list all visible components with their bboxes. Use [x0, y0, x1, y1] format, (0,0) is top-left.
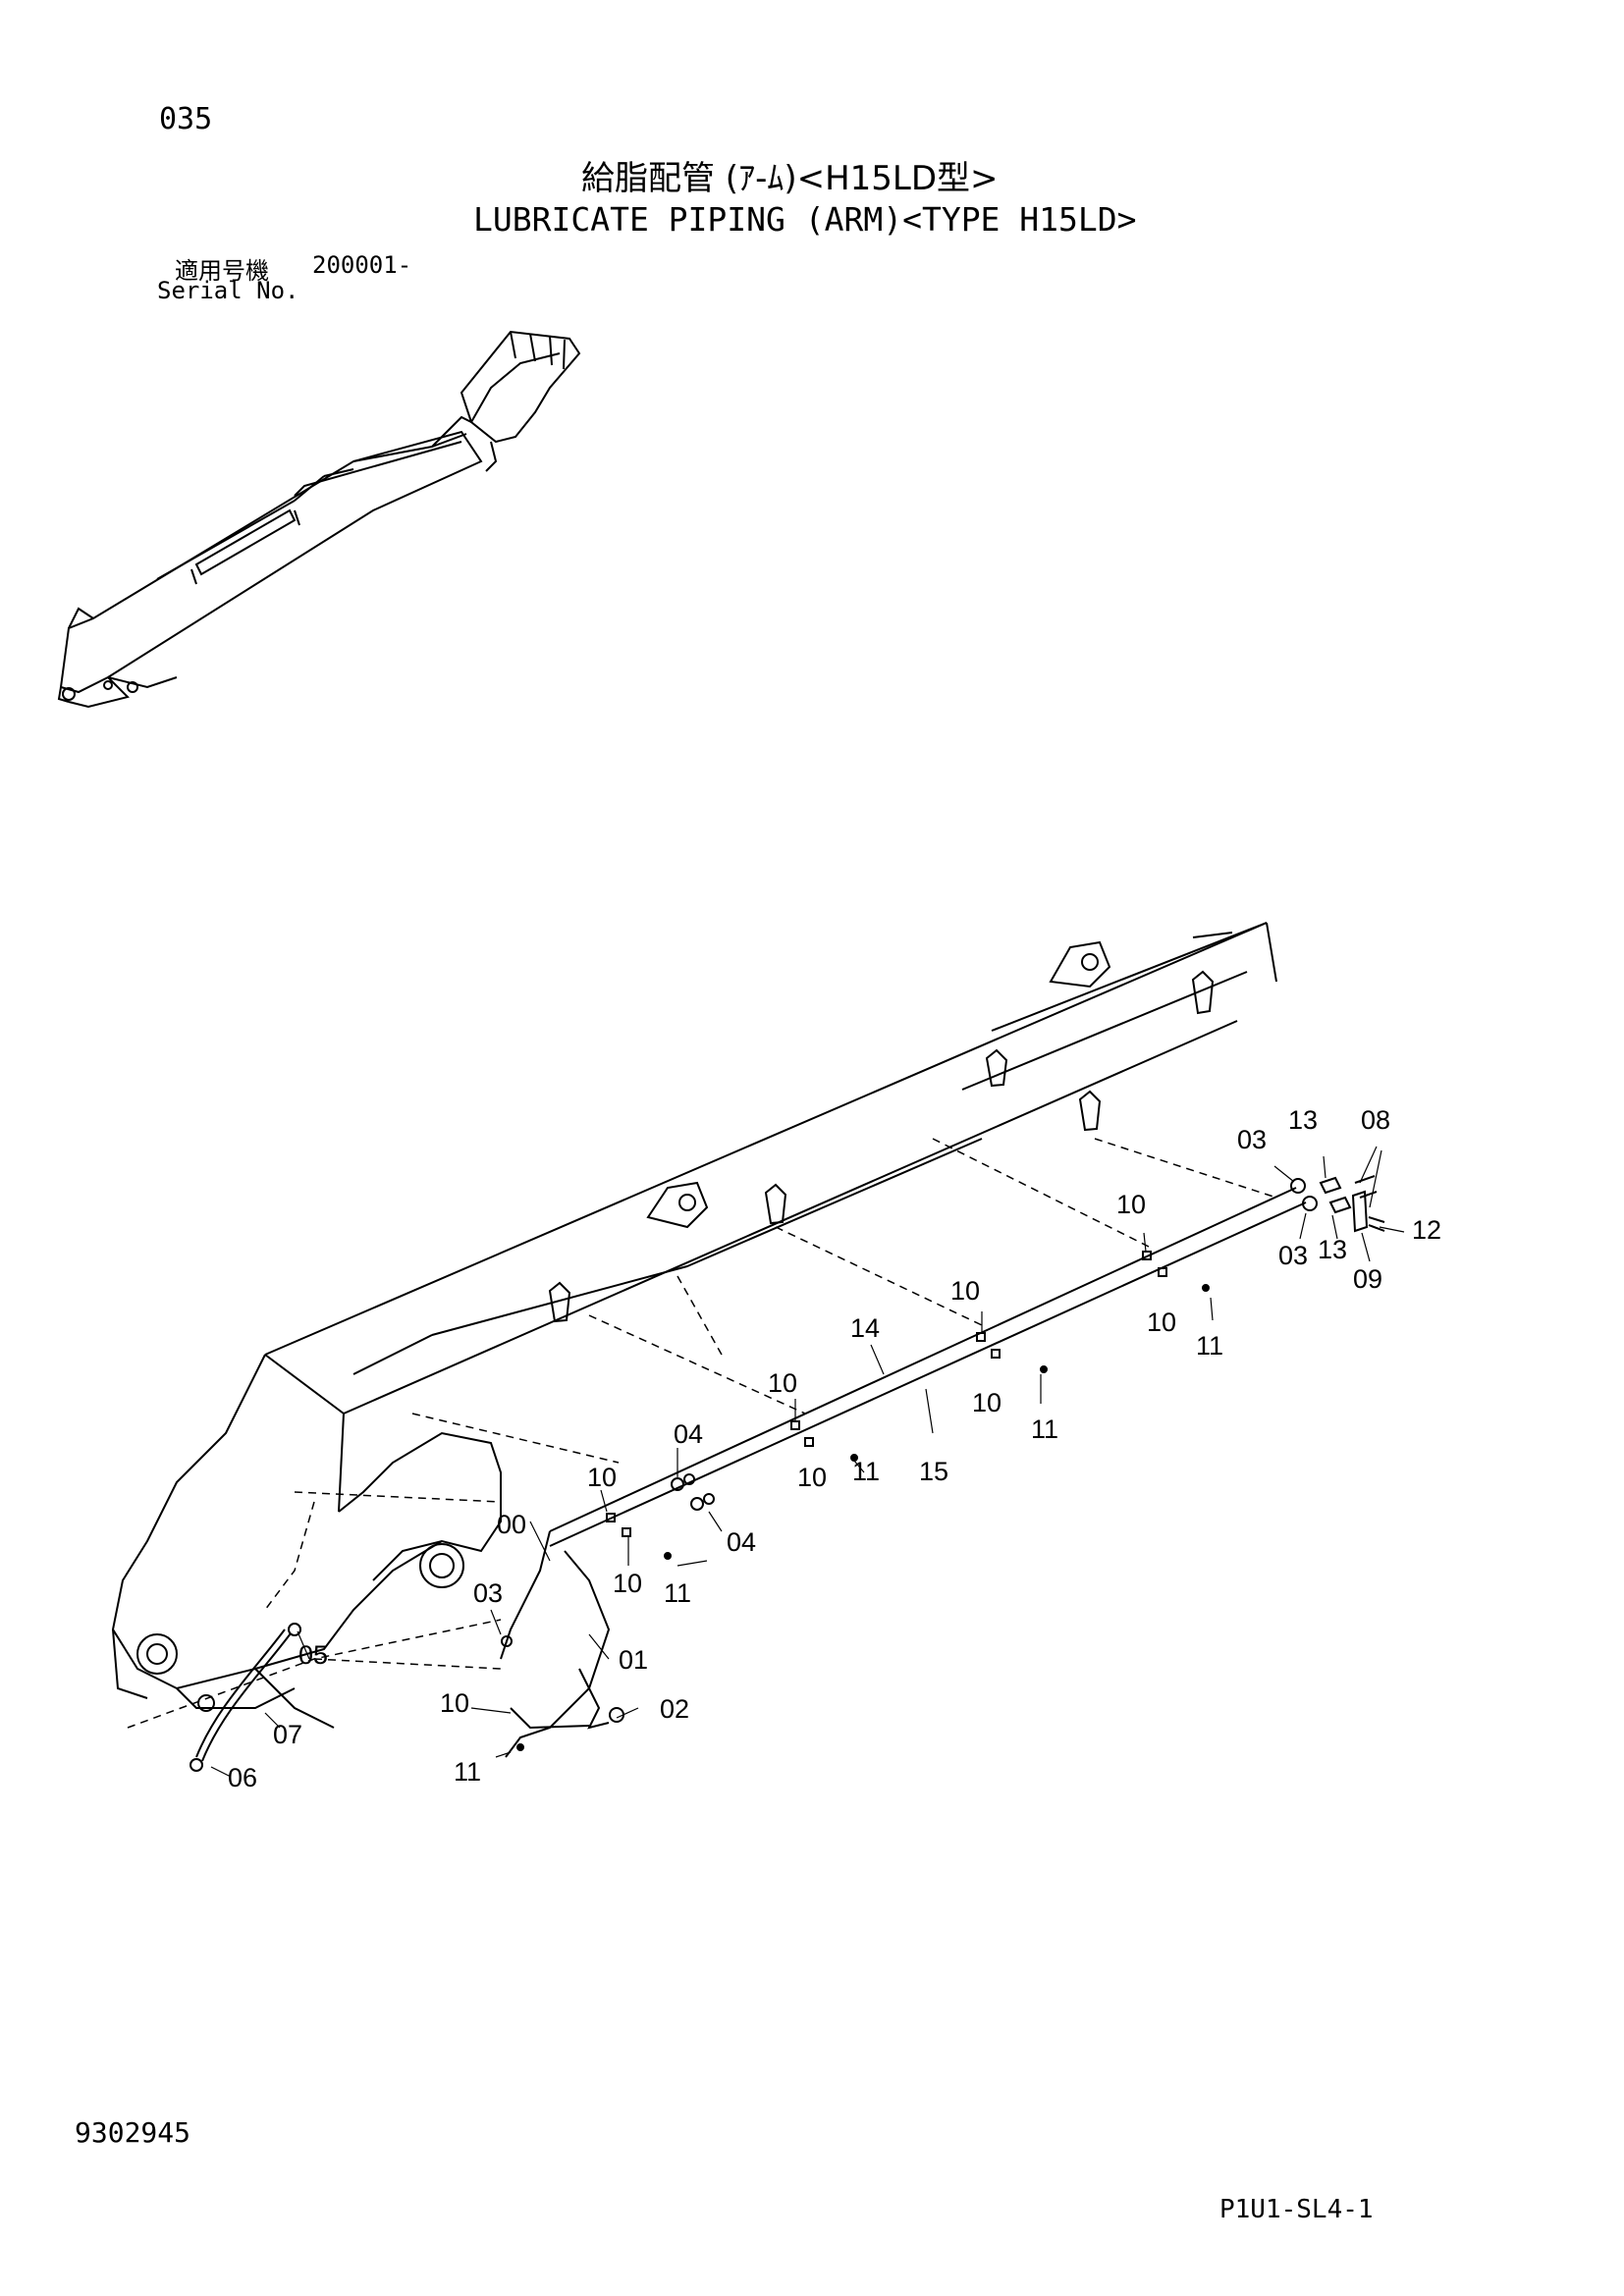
part-callout-06: 06 [228, 1763, 257, 1792]
part-callout-13: 13 [1288, 1105, 1318, 1135]
part-callout-00: 00 [497, 1510, 526, 1539]
part-callout-10: 10 [1116, 1190, 1146, 1219]
part-callout-11: 11 [1031, 1415, 1058, 1444]
part-callout-10: 10 [950, 1276, 980, 1306]
part-callout-04: 04 [727, 1527, 756, 1557]
part-callout-10: 10 [613, 1569, 642, 1598]
part-callout-08: 08 [1361, 1105, 1390, 1135]
part-callout-14: 14 [850, 1313, 880, 1343]
serial-number-value: 200001- [312, 251, 412, 279]
sheet-code: P1U1-SL4-1 [1219, 2195, 1374, 2224]
drawing-number: 9302945 [75, 2116, 191, 2149]
part-callout-10: 10 [768, 1368, 797, 1398]
part-callout-13: 13 [1318, 1235, 1347, 1264]
page-title-japanese: 給脂配管 (ｱ-ﾑ)<H15LD型> [581, 159, 999, 198]
part-callout-03: 03 [1237, 1125, 1267, 1154]
part-callout-15: 15 [919, 1457, 948, 1486]
part-callout-11: 11 [454, 1757, 481, 1787]
serial-label-japanese: 適用号機 [175, 257, 269, 285]
page-title-english: LUBRICATE PIPING (ARM)<TYPE H15LD> [473, 200, 1137, 239]
part-callout-10: 10 [797, 1463, 827, 1492]
part-callout-10: 10 [587, 1463, 617, 1492]
part-callout-03: 03 [1278, 1241, 1308, 1270]
part-callout-04: 04 [674, 1419, 703, 1449]
part-callout-07: 07 [273, 1720, 302, 1749]
part-callout-01: 01 [619, 1645, 648, 1675]
part-callout-05: 05 [298, 1640, 328, 1670]
part-callout-10: 10 [440, 1688, 469, 1718]
part-callout-02: 02 [660, 1694, 689, 1724]
part-callout-10: 10 [972, 1388, 1001, 1417]
serial-label-english: Serial No. [157, 277, 299, 304]
part-callout-11: 11 [664, 1578, 691, 1608]
part-callout-09: 09 [1353, 1264, 1382, 1294]
part-callout-12: 12 [1412, 1215, 1441, 1245]
part-callout-11: 11 [1196, 1331, 1223, 1361]
part-callout-03: 03 [473, 1578, 503, 1608]
part-callout-10: 10 [1147, 1308, 1176, 1337]
part-callout-11: 11 [852, 1457, 880, 1486]
page-number: 035 [159, 102, 213, 136]
